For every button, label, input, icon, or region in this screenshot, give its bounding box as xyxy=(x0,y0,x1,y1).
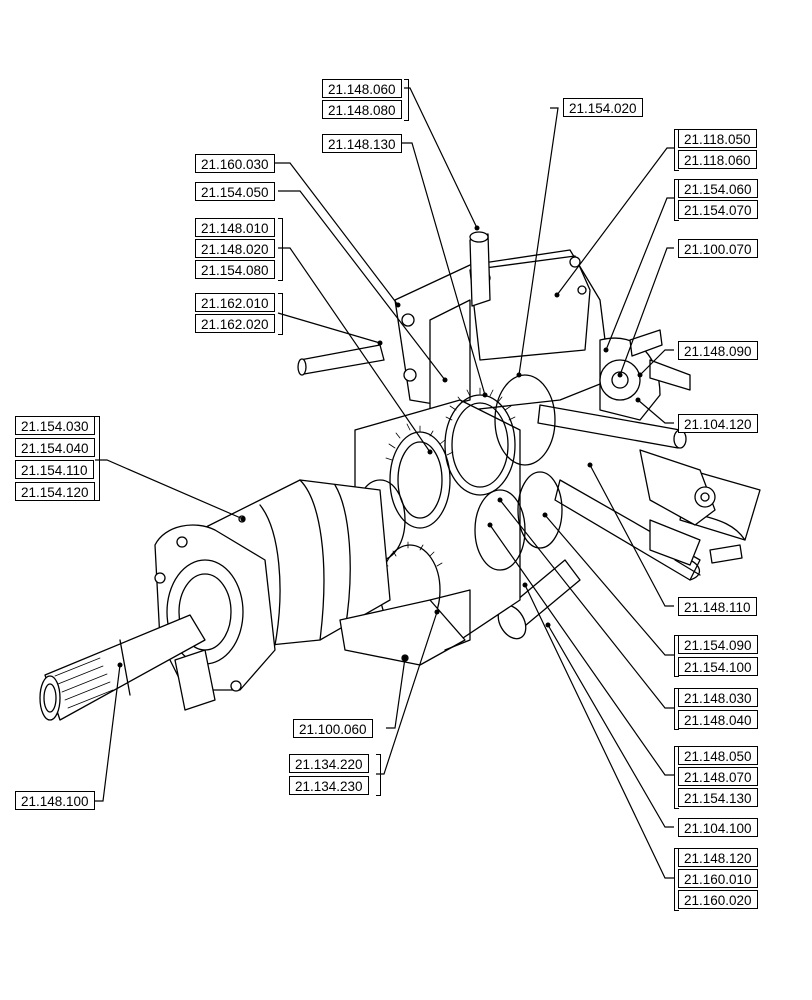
part-callout[interactable]: 21.148.110 xyxy=(678,597,757,616)
group-bracket xyxy=(674,635,679,677)
part-callout[interactable]: 21.148.010 xyxy=(195,218,275,237)
part-callout[interactable]: 21.104.120 xyxy=(678,414,758,433)
part-callout[interactable]: 21.100.060 xyxy=(293,719,373,738)
part-callout[interactable]: 21.148.100 xyxy=(15,791,95,810)
part-callout[interactable]: 21.162.020 xyxy=(195,314,275,333)
group-bracket xyxy=(674,179,679,221)
part-callout[interactable]: 21.154.060 xyxy=(678,179,758,198)
group-bracket xyxy=(278,218,283,281)
part-callout[interactable]: 21.154.020 xyxy=(563,98,643,117)
part-callout[interactable]: 21.104.100 xyxy=(678,818,758,837)
part-callout[interactable]: 21.148.060 xyxy=(322,79,402,98)
part-callout[interactable]: 21.154.090 xyxy=(678,635,758,654)
part-callout[interactable]: 21.160.020 xyxy=(678,890,758,909)
part-callout[interactable]: 21.148.020 xyxy=(195,239,275,258)
part-callout[interactable]: 21.148.030 xyxy=(678,688,758,707)
part-callout[interactable]: 21.148.050 xyxy=(678,746,758,765)
part-callout[interactable]: 21.134.230 xyxy=(289,776,369,795)
group-bracket xyxy=(95,416,100,501)
group-bracket xyxy=(674,746,679,809)
part-callout[interactable]: 21.148.130 xyxy=(322,134,402,153)
group-bracket xyxy=(674,688,679,730)
part-callout[interactable]: 21.148.090 xyxy=(678,341,758,360)
group-bracket xyxy=(674,848,679,911)
part-callout[interactable]: 21.160.010 xyxy=(678,869,758,888)
part-callout[interactable]: 21.154.100 xyxy=(678,657,758,676)
group-bracket xyxy=(278,293,283,335)
part-callout[interactable]: 21.148.070 xyxy=(678,767,758,786)
part-callout[interactable]: 21.118.050 xyxy=(678,129,757,148)
part-callout[interactable]: 21.160.030 xyxy=(195,154,275,173)
group-bracket xyxy=(404,79,409,121)
part-callout[interactable]: 21.154.080 xyxy=(195,260,275,279)
part-callout[interactable]: 21.100.070 xyxy=(678,239,758,258)
part-callout[interactable]: 21.162.010 xyxy=(195,293,275,312)
part-callout[interactable]: 21.154.040 xyxy=(15,438,95,457)
part-callout[interactable]: 21.134.220 xyxy=(289,754,369,773)
part-callout[interactable]: 21.154.050 xyxy=(195,182,275,201)
part-callout[interactable]: 21.154.070 xyxy=(678,200,758,219)
part-callout[interactable]: 21.154.110 xyxy=(15,460,94,479)
part-callout[interactable]: 21.154.030 xyxy=(15,416,95,435)
group-bracket xyxy=(674,129,679,171)
part-callout[interactable]: 21.118.060 xyxy=(678,150,757,169)
group-bracket xyxy=(376,754,381,796)
part-callout[interactable]: 21.148.040 xyxy=(678,710,758,729)
part-callout[interactable]: 21.148.080 xyxy=(322,100,402,119)
part-callout[interactable]: 21.154.130 xyxy=(678,788,758,807)
part-callout[interactable]: 21.148.120 xyxy=(678,848,758,867)
part-callout[interactable]: 21.154.120 xyxy=(15,482,95,501)
